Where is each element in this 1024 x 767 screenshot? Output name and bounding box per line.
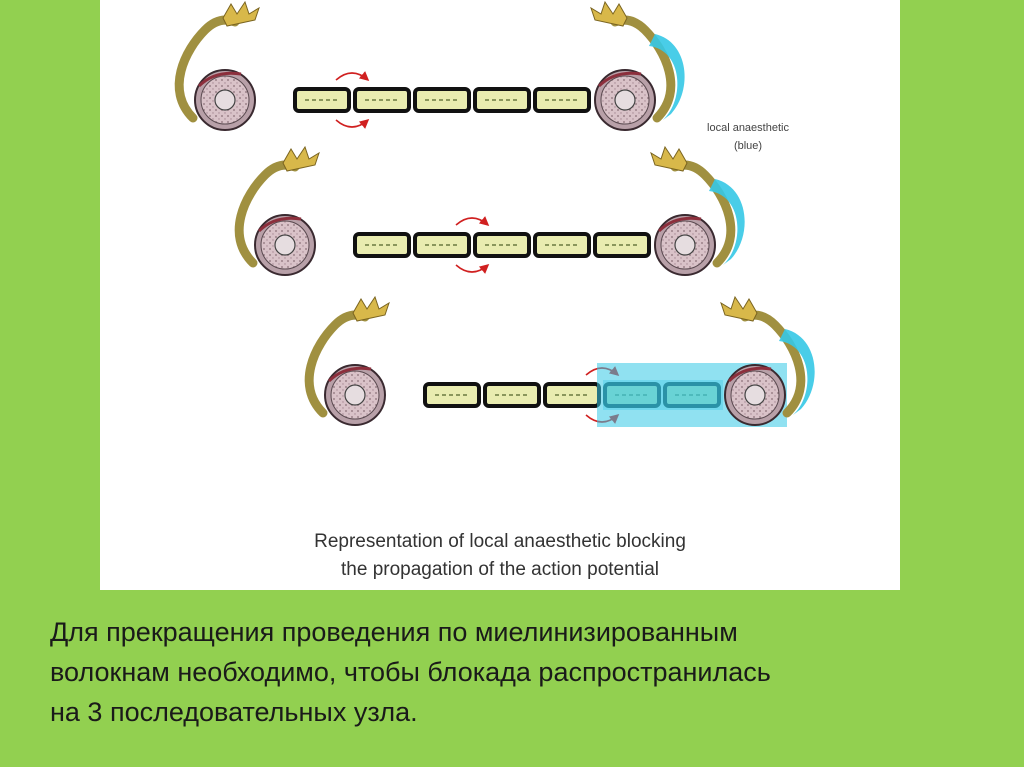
dendrites <box>590 0 628 27</box>
axon-lumen <box>674 234 696 256</box>
anaesthetic-hook <box>649 34 685 120</box>
dendrites <box>352 295 390 322</box>
slide-text-line-2: волокнам необходимо, чтобы блокада распр… <box>50 657 771 687</box>
anaesthetic-hook <box>709 179 745 265</box>
membrane-arc <box>597 71 642 88</box>
axon-lumen <box>274 234 296 256</box>
membrane-arc <box>657 216 702 233</box>
current-arrow-bottom <box>455 263 490 274</box>
dendrites <box>720 295 758 322</box>
axon-lumen <box>214 89 236 111</box>
figure-panel: local anaesthetic (blue) Representation … <box>100 0 900 590</box>
slide-text-line-3: на 3 последовательных узла. <box>50 697 418 727</box>
row-3 <box>304 295 815 427</box>
nerve-block-diagram: local anaesthetic (blue) <box>174 0 815 427</box>
dendrites <box>282 145 320 172</box>
slide-text-line-1: Для прекращения проведения по миелинизир… <box>50 617 738 647</box>
dendrites <box>222 0 260 27</box>
membrane-arc <box>197 71 242 88</box>
anaesthetic-label-line1: local anaesthetic <box>707 122 789 134</box>
dendrites <box>650 145 688 172</box>
anaesthetic-hook <box>779 329 815 415</box>
row-2 <box>234 145 745 276</box>
current-arrow-bottom <box>335 118 370 129</box>
membrane-arc <box>257 216 302 233</box>
axon-lumen <box>614 89 636 111</box>
figure-caption: Representation of local anaesthetic bloc… <box>100 528 900 584</box>
current-arrow-top <box>455 216 490 227</box>
caption-line-2: the propagation of the action potential <box>341 559 659 580</box>
axon-lumen <box>744 384 766 406</box>
anaesthetic-label-line2: (blue) <box>734 140 762 152</box>
slide-text: Для прекращения проведения по миелинизир… <box>50 612 990 732</box>
row-1 <box>174 0 685 131</box>
axon-lumen <box>344 384 366 406</box>
caption-line-1: Representation of local anaesthetic bloc… <box>314 531 686 552</box>
membrane-arc <box>727 366 772 383</box>
current-arrow-top <box>335 71 370 82</box>
membrane-arc <box>327 366 372 383</box>
